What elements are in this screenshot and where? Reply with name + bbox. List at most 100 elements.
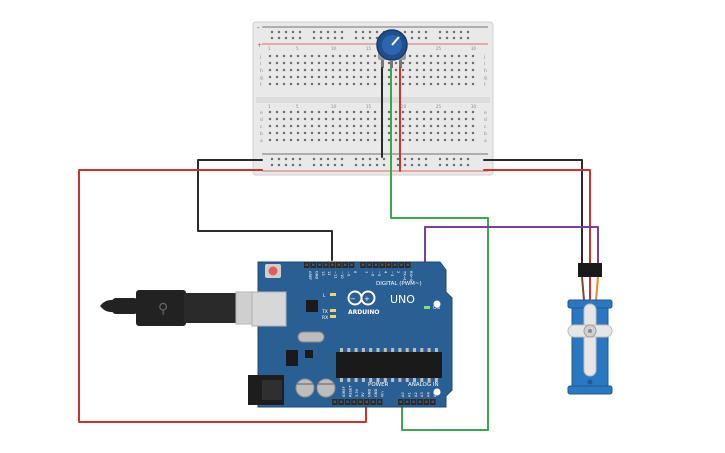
- breadboard-hole[interactable]: [443, 138, 447, 142]
- breadboard-hole[interactable]: [394, 131, 398, 135]
- breadboard-hole[interactable]: [310, 110, 314, 114]
- breadboard-hole[interactable]: [422, 138, 426, 142]
- rail-hole[interactable]: [340, 157, 344, 161]
- breadboard-hole[interactable]: [268, 117, 272, 121]
- arduino-uno-board[interactable]: − + ARDUINO UNO DIGITAL (PWM~) POWER ANA…: [248, 261, 453, 408]
- rail-hole[interactable]: [284, 157, 288, 161]
- rail-hole[interactable]: [277, 30, 281, 34]
- wire-5v-arduino[interactable]: [78, 169, 367, 423]
- breadboard-hole[interactable]: [422, 75, 426, 79]
- breadboard-hole[interactable]: [324, 82, 328, 86]
- breadboard-hole[interactable]: [310, 54, 314, 58]
- breadboard-hole[interactable]: [464, 117, 468, 121]
- rail-hole[interactable]: [438, 36, 442, 40]
- breadboard-hole[interactable]: [289, 61, 293, 65]
- rail-hole[interactable]: [368, 30, 372, 34]
- breadboard-hole[interactable]: [450, 110, 454, 114]
- breadboard-hole[interactable]: [338, 61, 342, 65]
- rail-hole[interactable]: [452, 30, 456, 34]
- rail-hole[interactable]: [438, 157, 442, 161]
- breadboard-hole[interactable]: [429, 68, 433, 72]
- rail-hole[interactable]: [417, 163, 421, 167]
- rail-hole[interactable]: [277, 36, 281, 40]
- breadboard-hole[interactable]: [450, 117, 454, 121]
- breadboard-hole[interactable]: [464, 82, 468, 86]
- breadboard-hole[interactable]: [310, 82, 314, 86]
- breadboard-hole[interactable]: [450, 54, 454, 58]
- breadboard-hole[interactable]: [303, 124, 307, 128]
- breadboard-hole[interactable]: [401, 131, 405, 135]
- rail-hole[interactable]: [298, 36, 302, 40]
- breadboard-hole[interactable]: [443, 117, 447, 121]
- breadboard-hole[interactable]: [443, 131, 447, 135]
- breadboard-hole[interactable]: [401, 117, 405, 121]
- rail-hole[interactable]: [403, 163, 407, 167]
- breadboard-hole[interactable]: [457, 68, 461, 72]
- breadboard-hole[interactable]: [345, 68, 349, 72]
- breadboard-hole[interactable]: [303, 54, 307, 58]
- breadboard-hole[interactable]: [359, 54, 363, 58]
- breadboard-hole[interactable]: [317, 61, 321, 65]
- rail-hole[interactable]: [452, 163, 456, 167]
- breadboard-hole[interactable]: [443, 75, 447, 79]
- rail-hole[interactable]: [410, 36, 414, 40]
- breadboard-hole[interactable]: [275, 61, 279, 65]
- rail-hole[interactable]: [319, 30, 323, 34]
- wire-servo-power[interactable]: [483, 169, 591, 265]
- breadboard-hole[interactable]: [310, 68, 314, 72]
- breadboard-hole[interactable]: [464, 124, 468, 128]
- breadboard-hole[interactable]: [289, 54, 293, 58]
- breadboard-hole[interactable]: [471, 124, 475, 128]
- breadboard-hole[interactable]: [268, 138, 272, 142]
- breadboard-hole[interactable]: [401, 110, 405, 114]
- breadboard-hole[interactable]: [387, 124, 391, 128]
- breadboard-hole[interactable]: [303, 82, 307, 86]
- breadboard-hole[interactable]: [317, 54, 321, 58]
- breadboard-hole[interactable]: [408, 138, 412, 142]
- rail-hole[interactable]: [298, 163, 302, 167]
- breadboard-hole[interactable]: [303, 138, 307, 142]
- breadboard-hole[interactable]: [359, 82, 363, 86]
- breadboard-hole[interactable]: [387, 110, 391, 114]
- breadboard-hole[interactable]: [373, 61, 377, 65]
- breadboard-hole[interactable]: [366, 138, 370, 142]
- breadboard-hole[interactable]: [352, 131, 356, 135]
- rail-hole[interactable]: [368, 157, 372, 161]
- breadboard-hole[interactable]: [303, 110, 307, 114]
- breadboard-hole[interactable]: [338, 131, 342, 135]
- rail-hole[interactable]: [452, 36, 456, 40]
- rail-hole[interactable]: [326, 157, 330, 161]
- rail-hole[interactable]: [284, 30, 288, 34]
- rail-hole[interactable]: [424, 36, 428, 40]
- breadboard-hole[interactable]: [317, 110, 321, 114]
- rail-hole[interactable]: [445, 36, 449, 40]
- breadboard-hole[interactable]: [408, 131, 412, 135]
- breadboard-hole[interactable]: [296, 61, 300, 65]
- breadboard-hole[interactable]: [457, 61, 461, 65]
- rail-hole[interactable]: [326, 163, 330, 167]
- breadboard-hole[interactable]: [282, 138, 286, 142]
- breadboard-hole[interactable]: [471, 138, 475, 142]
- breadboard-hole[interactable]: [429, 124, 433, 128]
- breadboard-hole[interactable]: [310, 131, 314, 135]
- breadboard-hole[interactable]: [436, 131, 440, 135]
- rail-hole[interactable]: [326, 36, 330, 40]
- breadboard-hole[interactable]: [401, 75, 405, 79]
- rail-hole[interactable]: [277, 157, 281, 161]
- breadboard-hole[interactable]: [331, 131, 335, 135]
- breadboard-hole[interactable]: [289, 82, 293, 86]
- reset-button-cap[interactable]: [268, 266, 278, 276]
- breadboard-hole[interactable]: [429, 54, 433, 58]
- rail-hole[interactable]: [326, 30, 330, 34]
- breadboard-hole[interactable]: [303, 131, 307, 135]
- rail-hole[interactable]: [312, 30, 316, 34]
- breadboard-hole[interactable]: [366, 61, 370, 65]
- breadboard-hole[interactable]: [394, 68, 398, 72]
- breadboard-hole[interactable]: [366, 117, 370, 121]
- wire-servo-gnd[interactable]: [483, 159, 583, 265]
- breadboard-hole[interactable]: [275, 131, 279, 135]
- breadboard-hole[interactable]: [408, 82, 412, 86]
- breadboard-hole[interactable]: [436, 117, 440, 121]
- breadboard-hole[interactable]: [415, 117, 419, 121]
- breadboard-hole[interactable]: [408, 54, 412, 58]
